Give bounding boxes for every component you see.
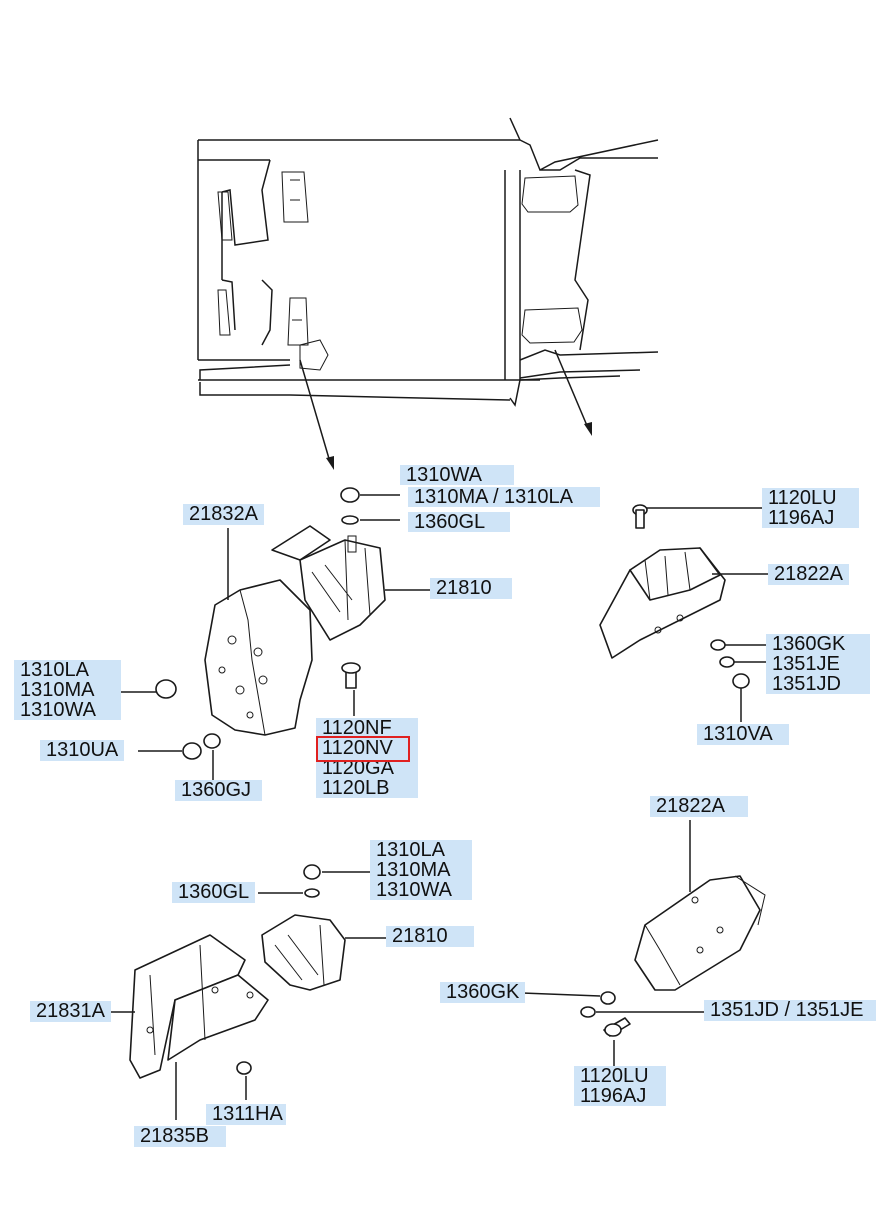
- label-lower-right-bolt[interactable]: 1120LU 1196AJ: [574, 1066, 666, 1106]
- label-21835B[interactable]: 21835B: [134, 1126, 226, 1147]
- label-line-1360GK: 1360GK: [772, 633, 846, 655]
- label-upper-right-washers[interactable]: 1360GK 1351JE 1351JD: [766, 634, 870, 694]
- label-1310UA[interactable]: 1310UA: [40, 740, 125, 761]
- upper-left-insulator-21810: [271, 525, 386, 641]
- lower-left-insulator-21810: [236, 864, 346, 1075]
- label-upper-left-washer-gl[interactable]: 1360GL: [408, 512, 510, 532]
- upper-right-leaders: [646, 507, 770, 722]
- chassis-frame: [197, 117, 659, 407]
- label-21832A[interactable]: 21832A: [183, 504, 264, 525]
- label-line-1310MA: 1310MA: [376, 859, 451, 881]
- label-line-1120LU: 1120LU: [768, 487, 837, 509]
- label-line-1120LB: 1120LB: [322, 777, 390, 799]
- label-line-1351JD: 1351JD: [772, 673, 841, 695]
- label-line-1196AJ: 1196AJ: [580, 1085, 647, 1107]
- upper-left-bracket-21832A: [204, 579, 313, 736]
- label-line-1351JE: 1351JE: [772, 653, 840, 675]
- highlight-1120NV: [316, 736, 410, 762]
- label-line-1310WA: 1310WA: [376, 879, 452, 901]
- upper-left-leaders: [117, 494, 430, 780]
- label-line-1196AJ: 1196AJ: [768, 507, 835, 529]
- label-21831A[interactable]: 21831A: [30, 1001, 111, 1022]
- label-upper-bolts[interactable]: 1120NF 1120NV 1120GA 1120LB: [316, 718, 418, 798]
- lower-left-leaders: [108, 871, 386, 1120]
- lower-right-insulator-21822A: [580, 875, 766, 1037]
- label-line-1120NF: 1120NF: [322, 717, 392, 739]
- label-21810-lower[interactable]: 21810: [386, 926, 474, 947]
- label-line-1310LA: 1310LA: [376, 839, 445, 861]
- label-line-1120GA: 1120GA: [322, 757, 394, 779]
- label-1360GJ[interactable]: 1360GJ: [175, 780, 262, 801]
- label-line-1310MA: 1310MA: [20, 679, 95, 701]
- label-upper-right-bolt[interactable]: 1120LU 1196AJ: [762, 488, 859, 528]
- label-21822A-lower[interactable]: 21822A: [650, 796, 748, 817]
- label-21822A-upper[interactable]: 21822A: [768, 564, 849, 585]
- lower-right-leaders: [521, 820, 706, 1066]
- label-lower-left-nut[interactable]: 1310LA 1310MA 1310WA: [370, 840, 472, 900]
- chassis-arrows: [299, 349, 592, 470]
- label-21810-upper[interactable]: 21810: [430, 578, 512, 599]
- label-1360GL-lower[interactable]: 1360GL: [172, 882, 256, 903]
- label-line-1120NV: 1120NV: [322, 737, 393, 759]
- label-1360GK-lower[interactable]: 1360GK: [440, 982, 526, 1003]
- label-upper-left-nut-ma[interactable]: 1310MA / 1310LA: [408, 487, 600, 507]
- label-line-1120LU: 1120LU: [580, 1065, 649, 1087]
- upper-right-insulator-21822A: [599, 504, 750, 689]
- label-1311HA[interactable]: 1311HA: [206, 1104, 286, 1125]
- label-upper-left-nut[interactable]: 1310WA: [400, 465, 514, 485]
- label-line-1310MA: 1310MA / 1310LA: [414, 486, 574, 508]
- label-line-1310LA: 1310LA: [20, 659, 89, 681]
- label-left-washers[interactable]: 1310LA 1310MA 1310WA: [14, 660, 121, 720]
- label-line-1310WA: 1310WA: [406, 464, 482, 486]
- label-line-1310WA: 1310WA: [20, 699, 96, 721]
- label-1310VA[interactable]: 1310VA: [697, 724, 789, 745]
- label-line-1360GL: 1360GL: [414, 511, 486, 533]
- upper-left-fasteners: [155, 487, 361, 760]
- label-1351JD-1351JE[interactable]: 1351JD / 1351JE: [704, 1000, 876, 1021]
- lower-left-bracket-21831A: [129, 934, 269, 1079]
